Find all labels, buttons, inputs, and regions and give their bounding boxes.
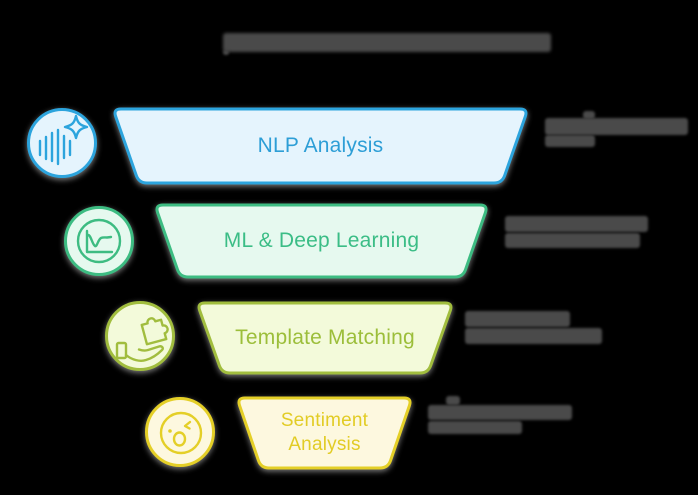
stage-label: Template Matching bbox=[235, 326, 415, 349]
stage-label: Sentiment Analysis bbox=[280, 410, 369, 455]
redacted-text-line bbox=[465, 311, 570, 327]
redacted-text-line bbox=[465, 328, 602, 344]
waveform-sparkle-icon bbox=[27, 108, 97, 178]
redacted-text-line bbox=[545, 118, 688, 135]
funnel-stage-template-matching: Template Matching bbox=[194, 300, 456, 376]
surprised-face-icon bbox=[145, 397, 215, 467]
redacted-text-line bbox=[505, 233, 640, 248]
funnel-segment-shape bbox=[237, 396, 412, 470]
redacted-title-descender bbox=[223, 50, 229, 55]
redacted-text-line bbox=[428, 405, 572, 420]
funnel-stage-ml-deep-learning: ML & Deep Learning bbox=[152, 202, 491, 280]
redacted-text-line bbox=[428, 421, 522, 434]
stage-label: NLP Analysis bbox=[257, 134, 384, 157]
stage-label: ML & Deep Learning bbox=[223, 229, 420, 252]
redacted-text-line bbox=[583, 111, 595, 119]
funnel-stage-nlp-analysis: NLP Analysis bbox=[110, 106, 531, 186]
hand-puzzle-icon bbox=[105, 301, 175, 371]
funnel-stage-sentiment-analysis: Sentiment Analysis bbox=[234, 395, 415, 471]
redacted-title-line bbox=[223, 33, 551, 52]
line-chart-icon bbox=[64, 206, 134, 276]
funnel-segment-shape bbox=[113, 107, 528, 185]
redacted-text-line bbox=[545, 135, 595, 147]
redacted-text-line bbox=[505, 216, 648, 232]
redacted-text-line bbox=[446, 396, 460, 405]
funnel-segment-shape bbox=[155, 203, 488, 279]
funnel-segment-shape bbox=[197, 301, 453, 375]
